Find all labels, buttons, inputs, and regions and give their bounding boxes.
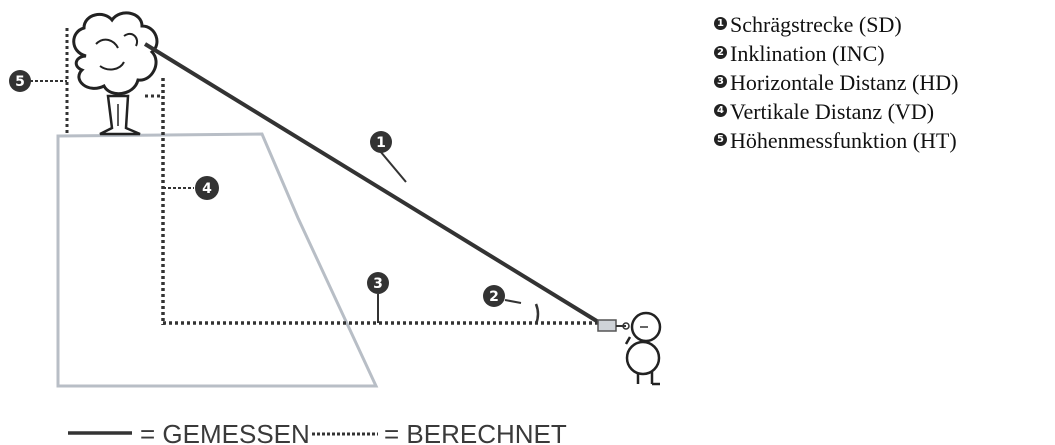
marker-4: 4	[195, 176, 219, 200]
slope-distance-line	[143, 42, 602, 325]
legend-list: 1 Schrägstrecke (SD) 2 Inklination (INC)…	[712, 10, 958, 155]
list-item: 3 Horizontale Distanz (HD)	[712, 68, 958, 97]
legend-calculated-label: = BERECHNET	[384, 419, 567, 445]
list-item: 5 Höhenmessfunktion (HT)	[712, 126, 958, 155]
marker-3: 3	[367, 272, 389, 294]
svg-text:3: 3	[373, 276, 383, 292]
marker-2: 2	[483, 285, 505, 307]
number-badge: 4	[714, 104, 727, 117]
list-item: 2 Inklination (INC)	[712, 39, 958, 68]
number-badge: 3	[714, 75, 727, 88]
number-badge: 2	[714, 46, 727, 59]
marker-5: 5	[9, 70, 31, 92]
item-label: Inklination (INC)	[730, 41, 885, 66]
number-badge: 5	[714, 133, 727, 146]
leader-2	[504, 299, 522, 304]
tree-icon	[72, 11, 159, 136]
item-label: Vertikale Distanz (VD)	[730, 99, 935, 124]
svg-text:2: 2	[489, 289, 499, 305]
svg-text:4: 4	[202, 181, 212, 197]
item-label: Horizontale Distanz (HD)	[730, 70, 959, 95]
item-label: Schrägstrecke (SD)	[730, 12, 902, 37]
item-label: Höhenmessfunktion (HT)	[730, 128, 957, 153]
marker-1: 1	[370, 131, 392, 153]
number-badge: 1	[714, 17, 727, 30]
list-item: 1 Schrägstrecke (SD)	[712, 10, 958, 39]
measurement-diagram: 1 2 3 4 5 = GEMESSEN = BERECHNET	[9, 11, 662, 445]
leader-1	[379, 150, 407, 183]
rangefinder-icon	[597, 319, 630, 332]
hill-outline	[56, 132, 379, 388]
inclination-arc	[534, 303, 540, 325]
legend-measured-label: = GEMESSEN	[140, 419, 310, 445]
person-icon	[624, 311, 662, 386]
list-item: 4 Vertikale Distanz (VD)	[712, 97, 958, 126]
svg-text:1: 1	[376, 135, 386, 151]
svg-text:5: 5	[15, 74, 25, 90]
